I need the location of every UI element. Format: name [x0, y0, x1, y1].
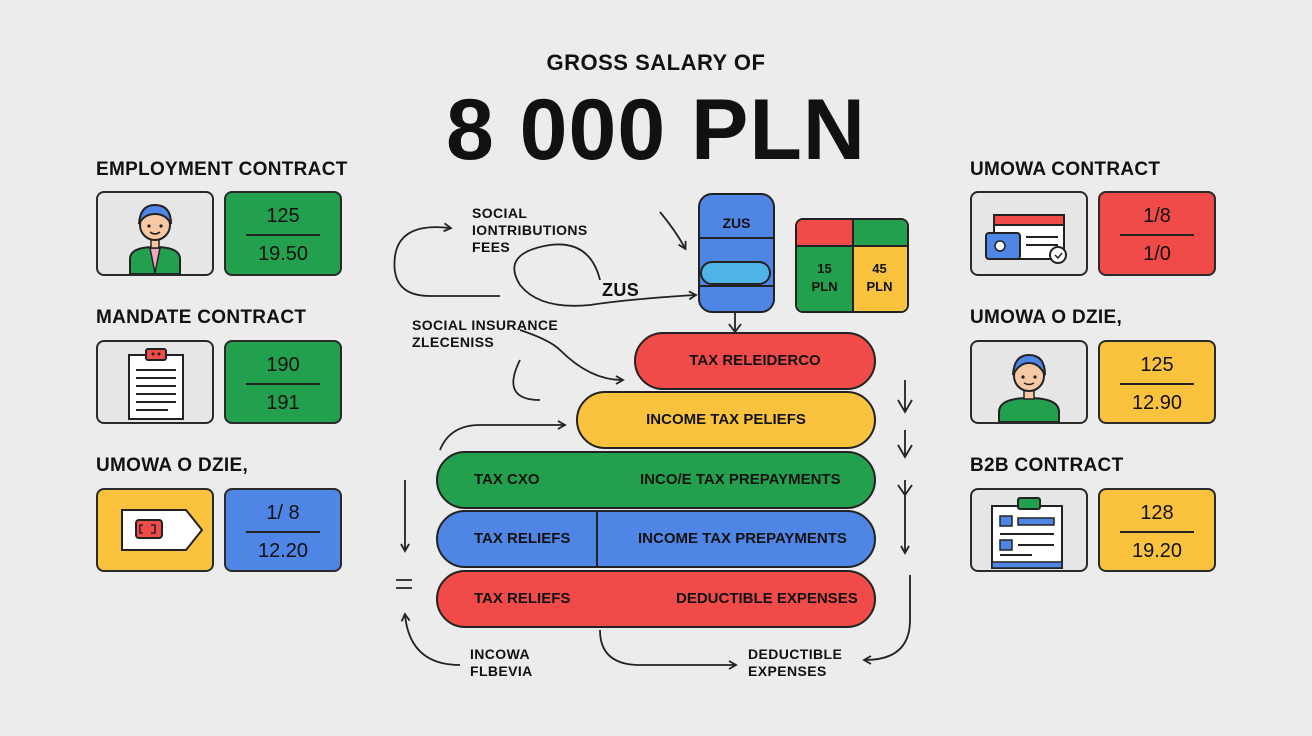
tax-relief-top-bar: TAX RELEIDERCO [634, 332, 876, 390]
mandate-icon-box [96, 340, 214, 424]
umowa-dzie-top-value: 1/ 8 [266, 502, 300, 524]
umowa-dzie-bottom-value: 12.20 [257, 540, 309, 562]
employment-value-box: 125 19.50 [224, 191, 342, 276]
income-tax-reliefs-bar: INCOME TAX PELIEFS [576, 391, 876, 449]
umowa-dzie-right-icon-box [970, 340, 1088, 424]
zus-cylinder-divider [698, 237, 775, 239]
section-label-umowa-dzie-right: UMOWA O DZIE, [970, 307, 1123, 328]
umowa-dzie-icon-box [96, 488, 214, 572]
umowa-contract-icon-box [970, 191, 1088, 276]
section-label-employment: EMPLOYMENT CONTRACT [96, 159, 348, 180]
form-icon [991, 497, 1063, 569]
incowa-note: INCOWA FLBEVIA [470, 646, 533, 679]
person-icon [129, 203, 181, 275]
umowa-contract-bottom-value: 1/0 [1143, 243, 1171, 265]
zus-label: ZUS [722, 215, 751, 231]
square-left-value: 15 PLN [811, 261, 838, 294]
b2b-icon-box [970, 488, 1088, 572]
zus-cylinder-ring [700, 261, 771, 285]
employment-icon-box [96, 191, 214, 276]
umowa-dzie-right-top-value: 125 [1140, 354, 1174, 376]
mandate-value-box: 190 191 [224, 340, 342, 424]
tax-relief-top-label: TAX RELEIDERCO [689, 352, 821, 369]
red-bar-left-label: TAX RELIEFS [474, 590, 571, 607]
square-right-value: 45 PLN [866, 261, 893, 294]
square-yellow-quadrant [852, 245, 907, 311]
person-icon [998, 353, 1060, 423]
umowa-dzie-right-bottom-value: 12.90 [1131, 392, 1183, 414]
mandate-top-value: 190 [266, 354, 300, 376]
tax-red-bar: TAX RELIEFS DEDUCTIBLE EXPENSES [436, 570, 876, 628]
section-label-mandate: MANDATE CONTRACT [96, 307, 307, 328]
mandate-bottom-value: 191 [266, 392, 300, 414]
b2b-bottom-value: 19.20 [1131, 540, 1183, 562]
section-label-b2b: B2B CONTRACT [970, 455, 1124, 476]
square-green-quadrant [852, 220, 907, 245]
social-fees-note: SOCIAL IONTRIBUTIONS FEES [472, 205, 588, 255]
tax-blue-bar: TAX RELIEFS INCOME TAX PREPAYMENTS [436, 510, 876, 568]
employment-bottom-value: 19.50 [257, 243, 309, 265]
value-divider [246, 383, 320, 385]
section-label-umowa-dzie: UMOWA O DZIE, [96, 455, 249, 476]
headline-amount: 8 000 PLN [445, 82, 867, 178]
deductible-note: DEDUCTIBLE EXPENSES [748, 646, 843, 679]
tag-icon [121, 509, 204, 551]
employment-top-value: 125 [266, 205, 300, 227]
red-bar-right-label: DEDUCTIBLE EXPENSES [676, 590, 858, 607]
zus-side-label: ZUS [602, 280, 640, 300]
zus-cylinder [698, 193, 775, 313]
b2b-top-value: 128 [1140, 502, 1174, 524]
subtitle: GROSS SALARY OF [546, 50, 766, 75]
green-bar-right-label: INCO/E TAX PREPAYMENTS [640, 471, 841, 488]
document-icon [128, 348, 184, 420]
value-divider [246, 234, 320, 236]
square-green-quadrant [797, 245, 852, 311]
umowa-contract-value-box: 1/8 1/0 [1098, 191, 1216, 276]
b2b-value-box: 128 19.20 [1098, 488, 1216, 572]
income-tax-reliefs-label: INCOME TAX PELIEFS [646, 411, 806, 428]
umowa-contract-top-value: 1/8 [1143, 205, 1171, 227]
pln-square: 15 PLN 45 PLN [795, 218, 909, 313]
tax-green-bar: TAX CXO INCO/E TAX PREPAYMENTS [436, 451, 876, 509]
blue-bar-left-label: TAX RELIEFS [474, 530, 571, 547]
section-label-umowa-contract: UMOWA CONTRACT [970, 159, 1161, 180]
blue-bar-divider [596, 512, 598, 566]
green-bar-left-label: TAX CXO [474, 471, 540, 488]
value-divider [246, 531, 320, 533]
zus-cylinder-divider [698, 285, 775, 287]
blue-bar-right-label: INCOME TAX PREPAYMENTS [638, 530, 847, 547]
square-red-quadrant [797, 220, 852, 245]
zus-stack: ZUS [698, 193, 775, 313]
umowa-dzie-right-value-box: 125 12.90 [1098, 340, 1216, 424]
social-insurance-note: SOCIAL INSURANCE ZLECENISS [412, 317, 559, 350]
value-divider [1120, 234, 1194, 236]
id-card-icon [985, 214, 1067, 264]
value-divider [1120, 383, 1194, 385]
value-divider [1120, 531, 1194, 533]
umowa-dzie-value-box: 1/ 8 12.20 [224, 488, 342, 572]
